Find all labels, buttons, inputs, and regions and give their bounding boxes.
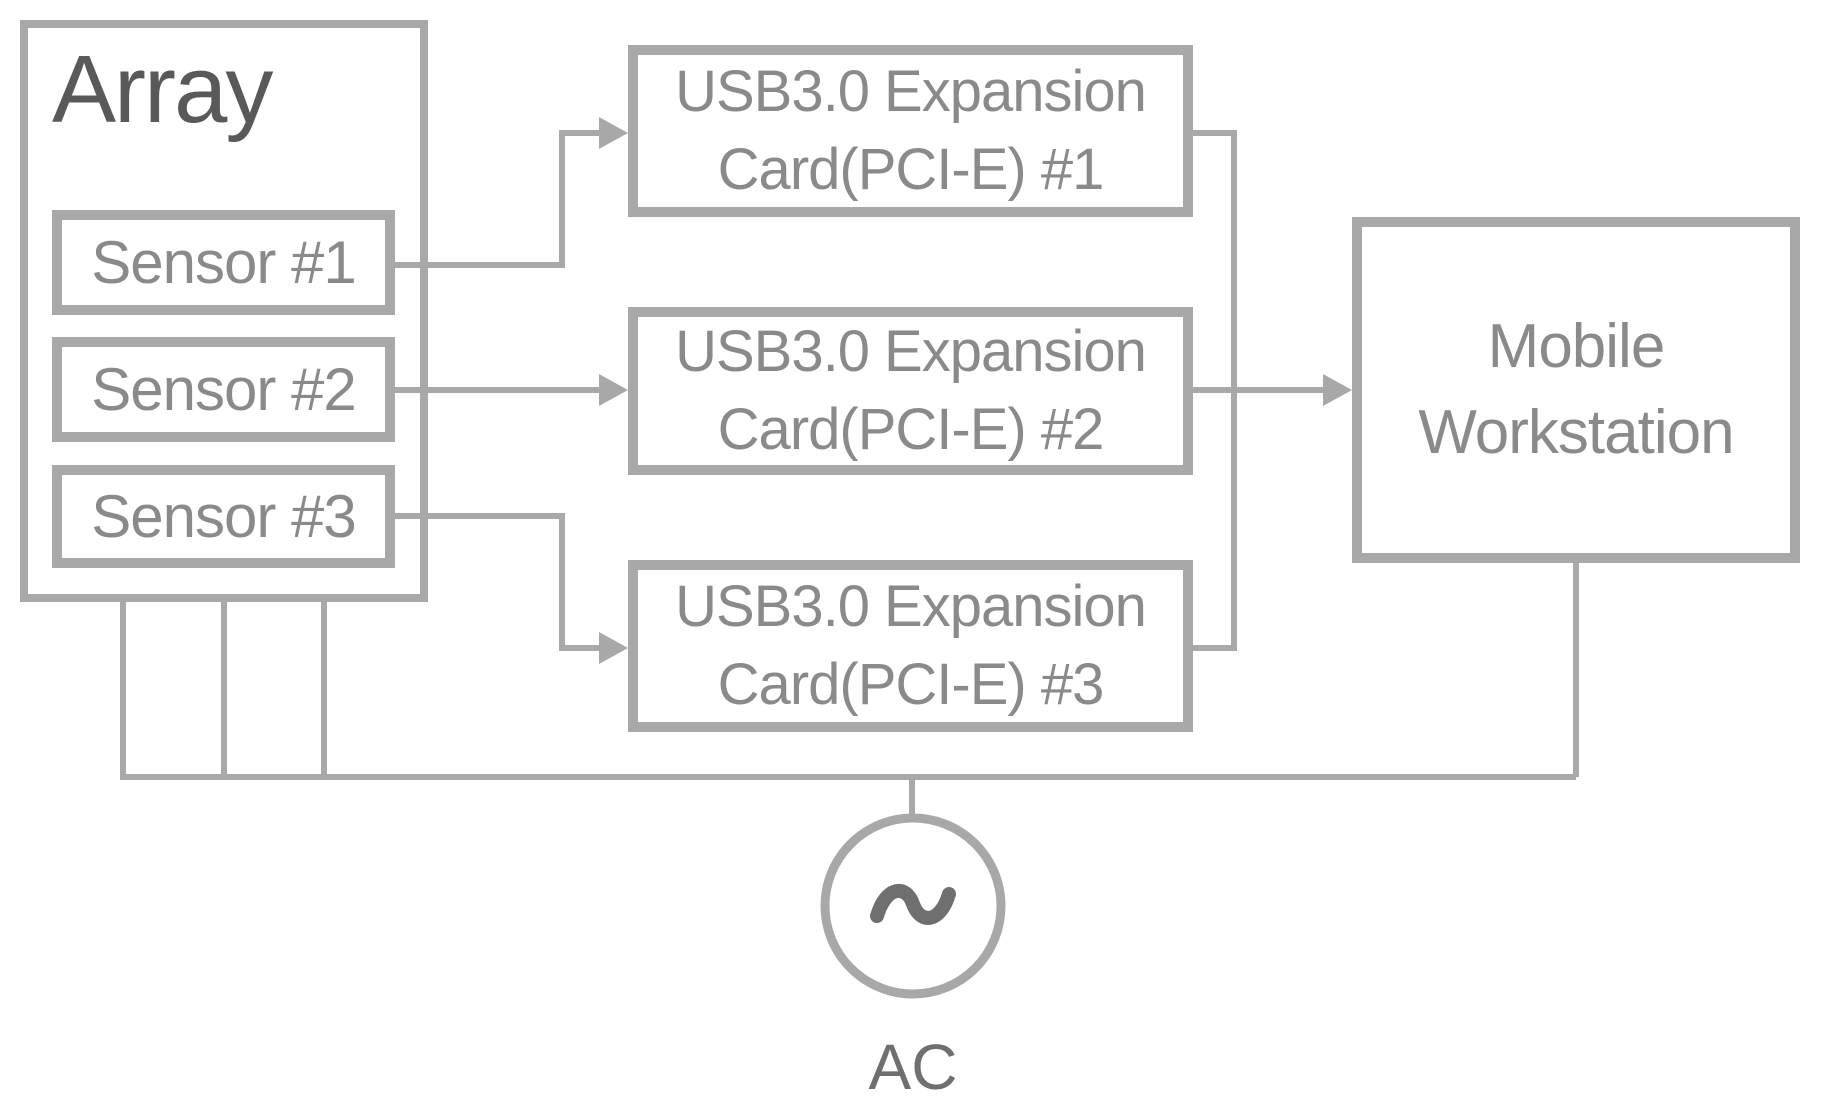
sensor-2-box: Sensor #2	[52, 337, 395, 442]
arrowhead-usb1	[599, 117, 628, 149]
sensor-3-label: Sensor #3	[91, 483, 357, 550]
arrowhead-usb2	[599, 374, 628, 406]
sensor-1-label: Sensor #1	[91, 229, 357, 296]
sensor-1-box: Sensor #1	[52, 210, 395, 315]
arrowhead-usb3	[599, 632, 628, 664]
mobile-workstation-line2: Workstation	[1418, 398, 1734, 467]
usb-card-3-box: USB3.0 Expansion Card(PCI-E) #3	[628, 560, 1193, 732]
usb-card-3-line2: Card(PCI-E) #3	[717, 652, 1105, 717]
usb-card-1-line2: Card(PCI-E) #1	[717, 137, 1105, 202]
sensor-3-box: Sensor #3	[52, 465, 395, 568]
ac-wave-icon	[870, 883, 956, 925]
usb-card-1-line1: USB3.0 Expansion	[675, 59, 1147, 124]
usb-card-2-box: USB3.0 Expansion Card(PCI-E) #2	[628, 307, 1193, 475]
ac-source-circle	[820, 813, 1006, 999]
usb-card-1-box: USB3.0 Expansion Card(PCI-E) #1	[628, 45, 1193, 217]
connector-usb1-usb3-bus	[1193, 130, 1237, 651]
sensor-2-label: Sensor #2	[91, 356, 357, 423]
ac-source-label: AC	[868, 1031, 958, 1101]
usb-card-2-line1: USB3.0 Expansion	[675, 319, 1147, 384]
mobile-workstation-box: Mobile Workstation	[1352, 217, 1800, 563]
usb-card-2-line2: Card(PCI-E) #2	[717, 397, 1105, 462]
arrowhead-workstation	[1323, 374, 1352, 406]
mobile-workstation-line1: Mobile	[1487, 312, 1666, 381]
usb-card-3-line1: USB3.0 Expansion	[675, 574, 1147, 639]
array-title: Array	[52, 36, 273, 143]
